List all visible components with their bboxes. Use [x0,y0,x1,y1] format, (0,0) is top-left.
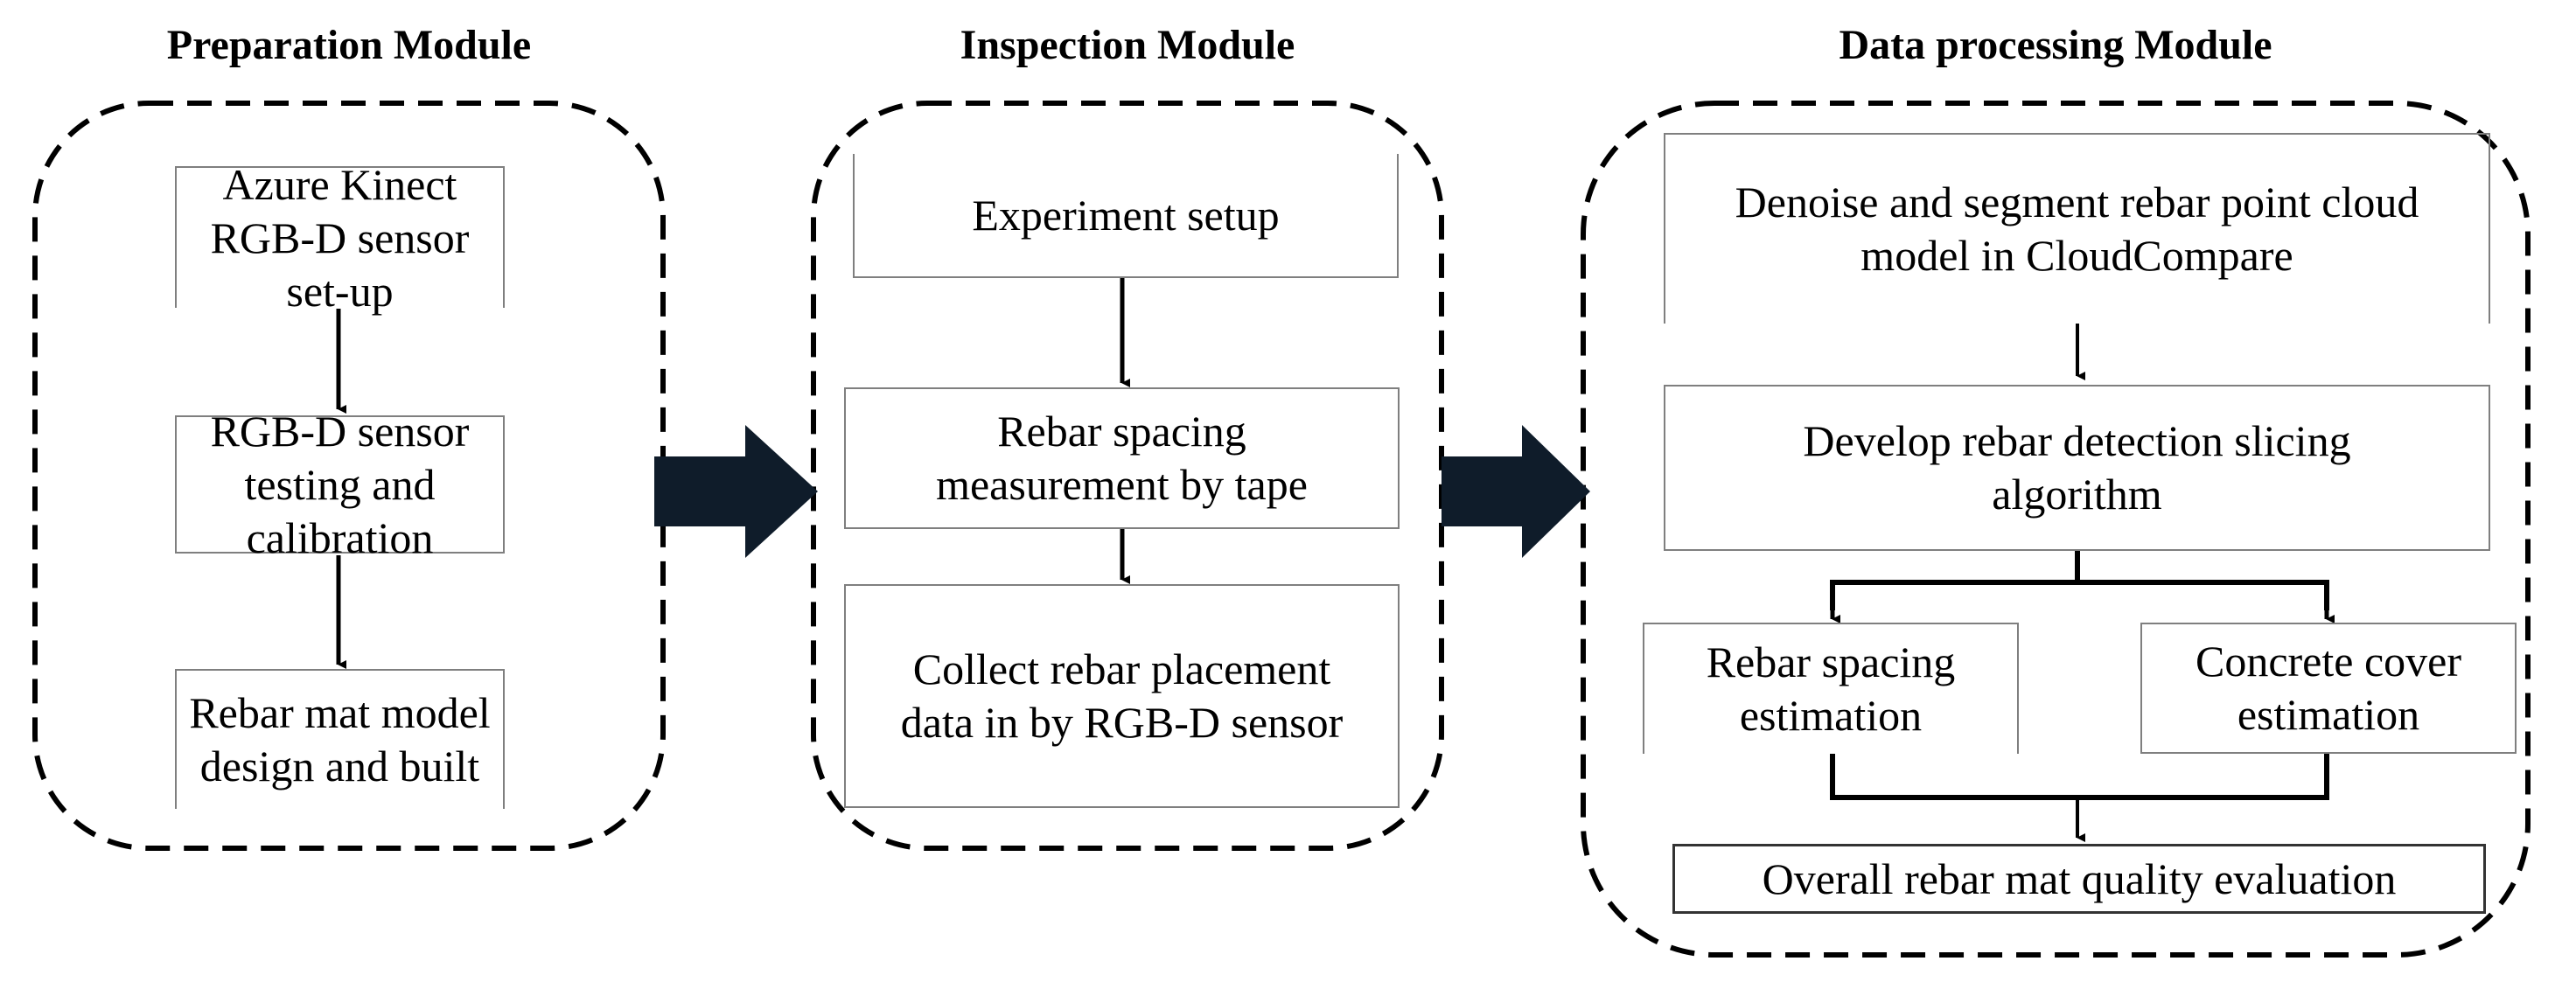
preparation-module-title: Preparation Module [166,22,532,68]
step-collect-data: Collect rebar placement data in by RGB-D… [844,584,1400,808]
step-sensor-testing: RGB-D sensor testing and calibration [175,407,505,562]
preparation-module-border [32,101,666,851]
big-arrow-right-icon [1442,425,1590,558]
step-overall-evaluation: Overall rebar mat quality evaluation [1672,844,2486,914]
data-processing-module-border [1581,101,2531,958]
step-develop-algorithm: Develop rebar detection slicing algorith… [1664,385,2490,551]
step-label: Azure Kinect RGB-D sensor set-up [210,159,470,316]
step-denoise-segment: Denoise and segment rebar point cloud mo… [1664,133,2490,324]
step-tape-measurement: Rebar spacing measurement by tape [844,387,1400,529]
data-processing-module-title: Data processing Module [1839,22,2272,68]
step-experiment-setup: Experiment setup [853,154,1399,278]
split-connector [1830,551,2080,610]
step-label: Overall rebar mat quality evaluation [1762,853,2397,903]
big-arrow-right-icon [654,425,818,558]
step-sensor-setup: Azure Kinect RGB-D sensor set-up [175,160,505,316]
inspection-module-title: Inspection Module [960,22,1295,68]
step-label: Rebar spacing measurement by tape [936,407,1308,509]
split-connector [2077,580,2329,610]
step-label: Develop rebar detection slicing algorith… [1803,416,2351,519]
inspection-module-border [811,101,1444,851]
step-label: Collect rebar placement data in by RGB-D… [900,644,1344,747]
step-label: Rebar mat model design and built [189,688,491,790]
step-concrete-cover-estimation: Concrete cover estimation [2140,623,2517,754]
step-label: Experiment setup [972,190,1280,240]
step-label: RGB-D sensor testing and calibration [210,406,470,562]
step-label: Denoise and segment rebar point cloud mo… [1735,178,2419,280]
merge-connector [1830,754,2329,800]
step-rebar-spacing-estimation: Rebar spacing estimation [1643,623,2019,754]
step-label: Concrete cover estimation [2195,637,2461,739]
step-label: Rebar spacing estimation [1706,637,1956,740]
step-rebar-mat-design: Rebar mat model design and built [175,669,505,809]
